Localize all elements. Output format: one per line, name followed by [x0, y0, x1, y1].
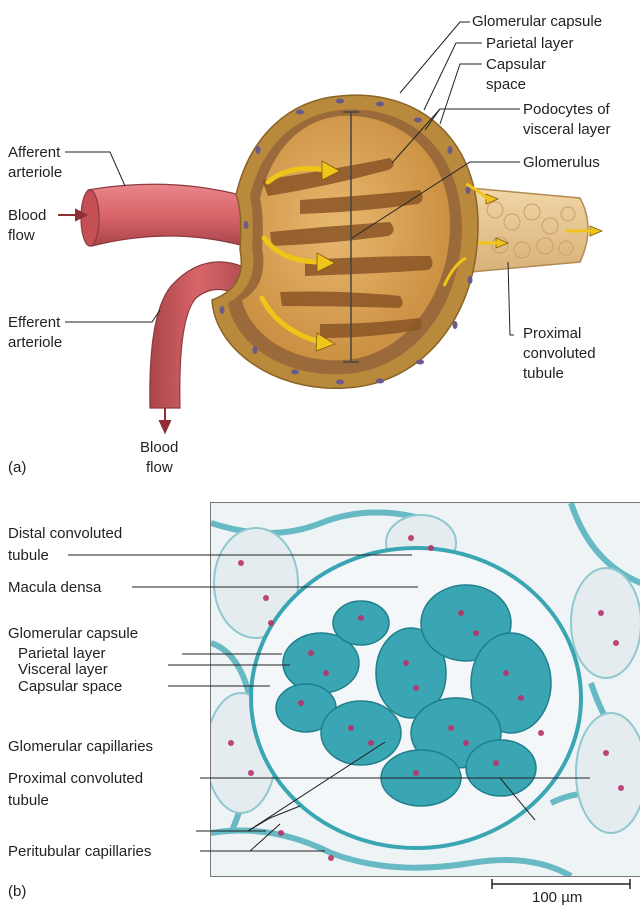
panel-a-label: (a): [8, 458, 26, 477]
label-podocytes-1: Podocytes of: [523, 100, 610, 119]
label-glomerulus: Glomerulus: [523, 153, 600, 172]
label-proximal-b-2: tubule: [8, 791, 49, 810]
label-efferent-2: arteriole: [8, 333, 62, 352]
label-proximal-3: tubule: [523, 364, 564, 383]
label-podocytes-2: visceral layer: [523, 120, 611, 139]
afferent-lumen: [81, 190, 99, 246]
label-glomerular-capillaries: Glomerular capillaries: [8, 737, 153, 756]
afferent-arteriole-shape: [88, 184, 244, 246]
label-glomerular-capsule-b: Glomerular capsule: [8, 624, 138, 643]
label-proximal-b-1: Proximal convoluted: [8, 769, 143, 788]
label-blood-flow-out-1: Blood: [140, 438, 178, 457]
label-macula-densa: Macula densa: [8, 578, 101, 597]
scale-bar-label: 100 µm: [532, 888, 582, 907]
label-glomerular-capsule-a: Glomerular capsule: [472, 12, 602, 31]
label-efferent-1: Efferent: [8, 313, 60, 332]
label-distal-2: tubule: [8, 546, 49, 565]
label-afferent-2: arteriole: [8, 163, 62, 182]
label-peritubular: Peritubular capillaries: [8, 842, 151, 861]
label-proximal-2: convoluted: [523, 344, 596, 363]
label-proximal-1: Proximal: [523, 324, 581, 343]
label-blood-flow-in-2: flow: [8, 226, 35, 245]
label-distal-1: Distal convoluted: [8, 524, 122, 543]
label-blood-flow-out-2: flow: [146, 458, 173, 477]
panel-b-label: (b): [8, 882, 26, 901]
label-afferent-1: Afferent: [8, 143, 60, 162]
label-capsular-space-a-1: Capsular: [486, 55, 546, 74]
label-blood-flow-in-1: Blood: [8, 206, 46, 225]
label-capsular-space-b: Capsular space: [18, 677, 122, 696]
label-capsular-space-a-2: space: [486, 75, 526, 94]
label-parietal-layer-a: Parietal layer: [486, 34, 574, 53]
micrograph: [210, 502, 640, 877]
